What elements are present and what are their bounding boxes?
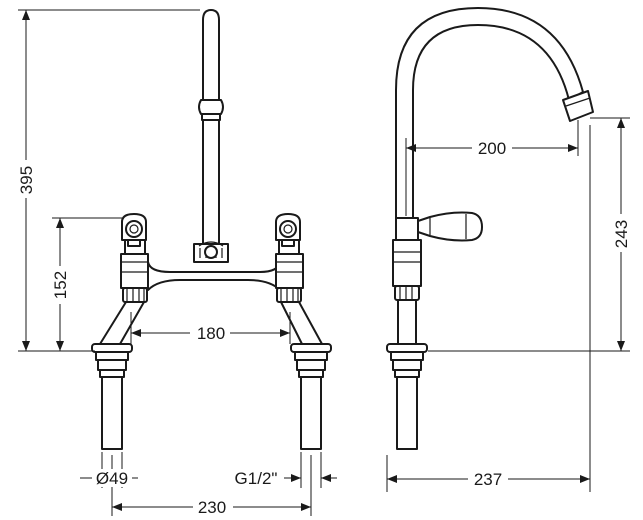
right-elbow-leg [280,301,323,345]
dim-spout-height-label: 243 [612,220,631,248]
front-view [91,9,332,450]
bridge-arm [147,261,281,291]
left-elbow-leg [99,301,145,345]
left-base-shank [91,343,133,450]
right-base-shank [290,343,332,450]
dim-inner-centres-label: 180 [197,324,225,343]
dim-overall-depth-label: 237 [474,470,502,489]
side-valve-body [392,217,422,345]
right-handle [275,213,301,247]
side-base-shank [386,343,428,450]
left-handle [121,213,147,247]
dim-overall-height-label: 395 [17,166,36,194]
dim-spout-reach-label: 200 [478,139,506,158]
union-nut [193,241,229,263]
dim-outer-centres-label: 230 [198,498,226,517]
riser-pipe [198,9,224,245]
dim-handle-height-label: 152 [51,271,70,299]
side-view [386,7,594,450]
dim-base-diameter-label: Ø49 [96,469,128,488]
gooseneck-spout [395,7,584,223]
dimension-labels: 395 152 180 230 Ø49 G1/2" 200 243 237 [14,139,635,517]
spout-tip [562,90,594,122]
dim-thread-size-label: G1/2" [235,469,278,488]
side-lever-handle [417,211,483,242]
